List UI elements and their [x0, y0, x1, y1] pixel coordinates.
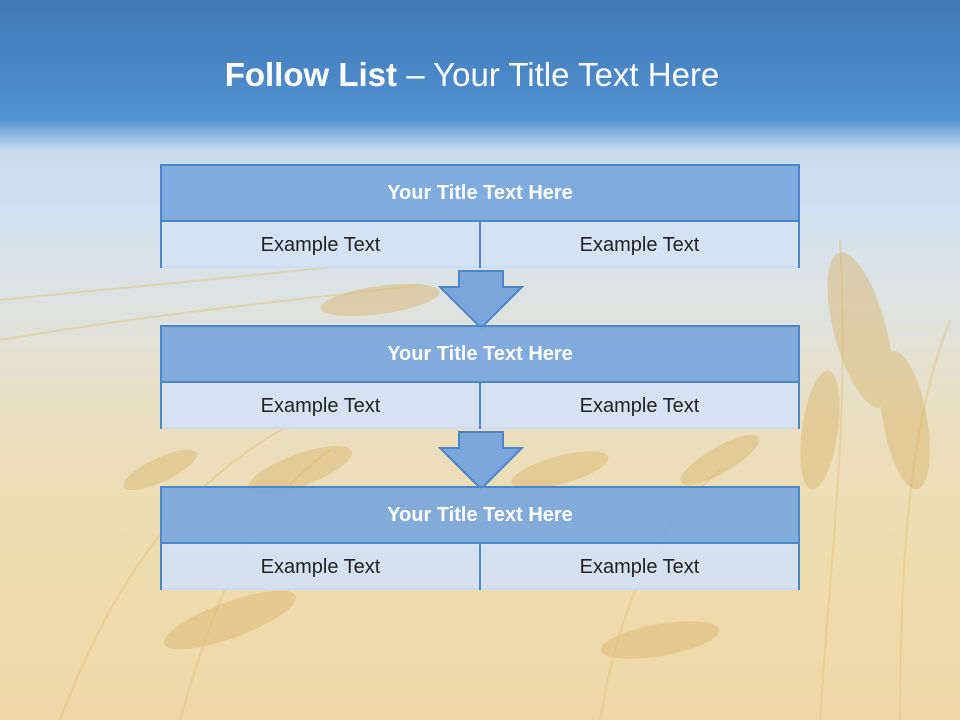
slide-title: Follow List – Your Title Text Here — [0, 56, 944, 94]
flow-block-title: Your Title Text Here — [162, 327, 798, 383]
flow-block-right-text: Example Text — [479, 222, 798, 268]
flow-block-title: Your Title Text Here — [162, 488, 798, 544]
flow-block-3: Your Title Text Here Example Text Exampl… — [160, 486, 800, 590]
slide-title-rest: – Your Title Text Here — [397, 56, 720, 93]
flow-block-left-text: Example Text — [162, 222, 479, 268]
flow-block-right-text: Example Text — [479, 383, 798, 429]
flow-block-2: Your Title Text Here Example Text Exampl… — [160, 325, 800, 429]
down-arrow-icon — [438, 431, 524, 491]
slide-title-bold: Follow List — [224, 56, 398, 93]
flow-block-left-text: Example Text — [162, 544, 479, 590]
down-arrow-icon — [438, 270, 524, 330]
flow-block-title: Your Title Text Here — [162, 166, 798, 222]
flow-block-right-text: Example Text — [479, 544, 798, 590]
flow-block-1: Your Title Text Here Example Text Exampl… — [160, 164, 800, 268]
flow-block-left-text: Example Text — [162, 383, 479, 429]
